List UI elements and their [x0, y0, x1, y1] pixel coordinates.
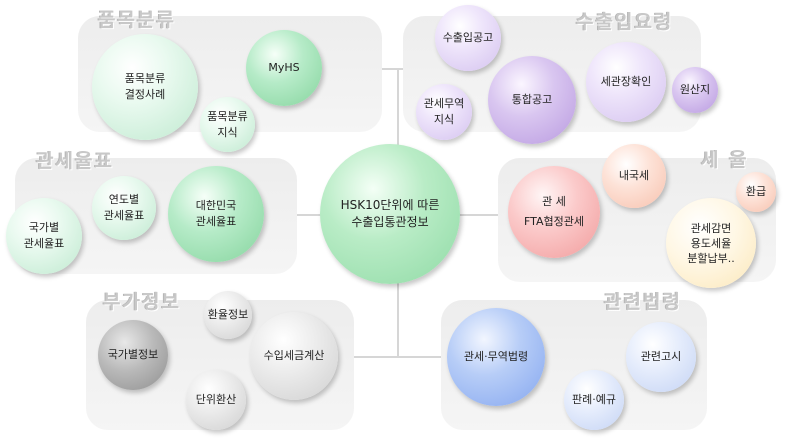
bubble-label: 통합공고 — [511, 93, 553, 106]
connector-line-top — [305, 68, 495, 70]
bubble-annual-tariff[interactable]: 연도별 관세율표 — [92, 176, 156, 240]
bubble-label: 품목분류 결정사례 — [124, 72, 166, 101]
section-title-yoryeong[interactable]: 수출입요령 — [576, 11, 674, 33]
bubble-customs-trade-knowledge[interactable]: 관세무역 지식 — [416, 84, 472, 140]
bubble-label: 연도별 관세율표 — [103, 193, 145, 222]
bubble-label: 수입세금계산 — [263, 349, 325, 362]
bubble-label: 환급 — [745, 185, 767, 198]
bubble-label: 관련고시 — [640, 350, 682, 363]
center-label: HSK10단위에 따른 수출입통관정보 — [340, 198, 440, 229]
bubble-label: MyHS — [268, 61, 300, 74]
bubble-label: 세관장확인 — [600, 75, 652, 88]
bubble-label: 판례·예규 — [572, 393, 616, 406]
bubble-customs-confirmation[interactable]: 세관장확인 — [586, 42, 666, 122]
section-title-pummok[interactable]: 품목분류 — [98, 9, 176, 31]
bubble-unit-conversion[interactable]: 단위환산 — [186, 370, 246, 430]
bubble-label: 국가별 관세율표 — [23, 221, 65, 250]
bubble-tax-reduction[interactable]: 관세감면 용도세율 분할납부.. — [666, 198, 756, 288]
bubble-classification-knowledge[interactable]: 품목분류 지식 — [200, 97, 255, 152]
bubble-label: 품목분류 지식 — [207, 109, 248, 139]
bubble-country-info[interactable]: 국가별정보 — [98, 320, 168, 390]
section-title-tariff[interactable]: 관세율표 — [36, 150, 114, 172]
bubble-label: 대한민국 관세율표 — [195, 199, 237, 228]
bubble-export-import-notice[interactable]: 수출입공고 — [435, 5, 501, 71]
bubble-fta-tariff[interactable]: 관 세 FTA협정관세 — [508, 166, 600, 258]
bubble-customs-trade-law[interactable]: 관세·무역법령 — [447, 308, 545, 406]
section-title-law[interactable]: 관련법령 — [604, 291, 682, 313]
bubble-korea-tariff[interactable]: 대한민국 관세율표 — [168, 166, 264, 262]
bubble-label: 내국세 — [618, 169, 650, 182]
bubble-label: 관세·무역법령 — [463, 350, 529, 363]
bubble-refund[interactable]: 환급 — [736, 172, 776, 212]
bubble-label: 관세감면 용도세율 분할납부.. — [687, 221, 735, 265]
bubble-label: 국가별정보 — [107, 348, 159, 361]
bubble-label: 원산지 — [679, 83, 711, 96]
bubble-label: 환율정보 — [207, 308, 249, 321]
bubble-label: 관 세 FTA협정관세 — [523, 195, 584, 228]
bubble-label: 관세무역 지식 — [423, 97, 465, 126]
bubble-related-notices[interactable]: 관련고시 — [626, 322, 696, 392]
section-title-extra[interactable]: 부가정보 — [103, 291, 181, 313]
bubble-import-tax-calc[interactable]: 수입세금계산 — [250, 312, 338, 400]
bubble-domestic-tax[interactable]: 내국세 — [602, 144, 666, 208]
section-title-tax[interactable]: 세 율 — [701, 149, 749, 171]
bubble-origin[interactable]: 원산지 — [672, 67, 718, 113]
connector-line-bottom — [305, 356, 495, 358]
center-hsk-bubble[interactable]: HSK10단위에 따른 수출입통관정보 — [320, 144, 460, 284]
bubble-country-tariff[interactable]: 국가별 관세율표 — [6, 198, 82, 274]
bubble-myhs[interactable]: MyHS — [246, 30, 322, 106]
bubble-precedent-rulings[interactable]: 판례·예규 — [564, 370, 624, 430]
bubble-exchange-rate[interactable]: 환율정보 — [204, 291, 252, 339]
bubble-label: 수출입공고 — [442, 31, 494, 44]
bubble-integrated-notice[interactable]: 통합공고 — [488, 56, 576, 144]
bubble-classification-case[interactable]: 품목분류 결정사례 — [92, 34, 198, 140]
bubble-label: 단위환산 — [195, 393, 237, 406]
